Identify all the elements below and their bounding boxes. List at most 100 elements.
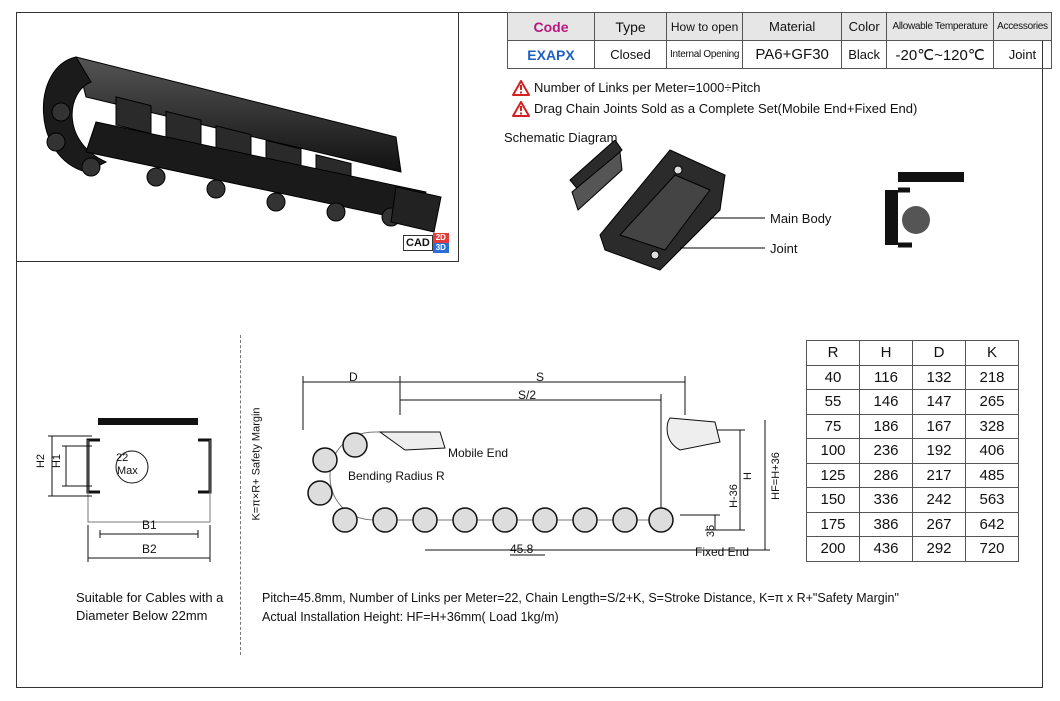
spec-table: Code Type How to open Material Color All… xyxy=(507,12,1052,69)
dims-cell: 436 xyxy=(859,536,913,562)
k-formula-label: K=π×R+ Safety Margin xyxy=(250,407,263,521)
side-view-diagram xyxy=(302,376,770,556)
dims-cell: 100 xyxy=(806,438,860,464)
dims-cell: 55 xyxy=(806,389,860,415)
dims-cell: 267 xyxy=(912,511,966,537)
cad-3d-tag[interactable]: 3D xyxy=(432,243,449,253)
dims-cell: 292 xyxy=(912,536,966,562)
notes: Number of Links per Meter=1000÷Pitch Dra… xyxy=(512,77,917,119)
fixed-end-label: Fixed End xyxy=(695,545,750,559)
b1-label: B1 xyxy=(142,518,157,532)
spec-header-code: Code xyxy=(507,12,595,41)
mobile-end-label: Mobile End xyxy=(448,446,509,460)
spec-header-row: Code Type How to open Material Color All… xyxy=(507,12,1052,41)
dims-cell: 40 xyxy=(806,364,860,390)
dims-cell: 336 xyxy=(859,487,913,513)
pitch-note: Pitch=45.8mm, Number of Links per Meter=… xyxy=(262,589,899,627)
dims-header-d: D xyxy=(912,340,966,366)
drag-chain-photo xyxy=(43,56,442,233)
spec-open: Internal Opening xyxy=(665,40,744,69)
s-half-label: S/2 xyxy=(518,388,537,402)
schematic-diagram xyxy=(569,140,964,271)
cad-badge[interactable]: CAD 2D 3D xyxy=(403,233,449,253)
hf-label: HF=H+36 xyxy=(769,452,782,500)
spec-value-row: EXAPX Closed Internal Opening PA6+GF30 B… xyxy=(507,40,1052,69)
dims-cell: 175 xyxy=(806,511,860,537)
dims-cell: 132 xyxy=(912,364,966,390)
spec-header-type: Type xyxy=(594,12,667,41)
dims-header-h: H xyxy=(859,340,913,366)
warning-icon xyxy=(512,79,530,96)
pitch-dimension: 45.8 xyxy=(510,542,534,556)
h-minus-label: H-36 xyxy=(727,484,740,508)
spec-accessories: Joint xyxy=(993,40,1052,69)
max-value-label: 22 xyxy=(116,452,129,464)
dims-cell: 328 xyxy=(965,413,1019,439)
cross-section-diagram xyxy=(48,418,212,562)
cable-note-line: Diameter Below 22mm xyxy=(76,608,208,623)
spec-type: Closed xyxy=(594,40,667,69)
dims-cell: 146 xyxy=(859,389,913,415)
note-links-per-meter: Number of Links per Meter=1000÷Pitch xyxy=(534,80,761,95)
spec-temp: -20℃~120℃ xyxy=(886,40,995,69)
dims-cell: 218 xyxy=(965,364,1019,390)
dims-cell: 265 xyxy=(965,389,1019,415)
cable-note: Suitable for Cables with a Diameter Belo… xyxy=(76,589,223,625)
dims-cell: 167 xyxy=(912,413,966,439)
schematic-title: Schematic Diagram xyxy=(504,130,618,145)
dim-36-label: 36 xyxy=(705,524,718,538)
dims-cell: 192 xyxy=(912,438,966,464)
dims-cell: 147 xyxy=(912,389,966,415)
dims-cell: 186 xyxy=(859,413,913,439)
main-body-label: Main Body xyxy=(770,211,832,226)
dims-cell: 125 xyxy=(806,462,860,488)
h1-label: H1 xyxy=(51,453,64,469)
spec-header-color: Color xyxy=(841,12,888,41)
dims-cell: 642 xyxy=(965,511,1019,537)
h-label: H xyxy=(741,472,754,480)
dims-header-row: R H D K xyxy=(806,340,1019,366)
spec-header-accessories: Accessories xyxy=(993,12,1052,41)
dims-cell: 406 xyxy=(965,438,1019,464)
dims-cell: 236 xyxy=(859,438,913,464)
max-word-label: Max xyxy=(117,465,138,477)
warning-icon xyxy=(512,100,530,117)
section-divider xyxy=(240,335,241,655)
spec-material: PA6+GF30 xyxy=(742,40,843,69)
pitch-note-line: Pitch=45.8mm, Number of Links per Meter=… xyxy=(262,591,899,605)
spec-code: EXAPX xyxy=(507,40,595,69)
joint-label: Joint xyxy=(770,241,798,256)
cad-2d-tag[interactable]: 2D xyxy=(432,233,449,243)
dims-cell: 286 xyxy=(859,462,913,488)
spec-color: Black xyxy=(841,40,888,69)
dims-cell: 242 xyxy=(912,487,966,513)
pitch-note-line: Actual Installation Height: HF=H+36mm( L… xyxy=(262,610,559,624)
dims-header-k: K xyxy=(965,340,1019,366)
dims-cell: 75 xyxy=(806,413,860,439)
dims-cell: 116 xyxy=(859,364,913,390)
spec-header-open: How to open xyxy=(665,12,744,41)
cad-label: CAD xyxy=(403,235,433,251)
product-photo-panel: CAD 2D 3D xyxy=(16,12,459,262)
spec-header-temp: Allowable Temperature xyxy=(886,12,995,41)
cable-note-line: Suitable for Cables with a xyxy=(76,590,224,605)
dims-cell: 386 xyxy=(859,511,913,537)
bending-radius-label: Bending Radius R xyxy=(348,469,445,483)
dims-cell: 200 xyxy=(806,536,860,562)
dims-cell: 485 xyxy=(965,462,1019,488)
dims-cell: 563 xyxy=(965,487,1019,513)
s-label: S xyxy=(536,370,545,384)
note-joints-set: Drag Chain Joints Sold as a Complete Set… xyxy=(534,101,918,116)
note-item: Drag Chain Joints Sold as a Complete Set… xyxy=(512,98,917,119)
h2-label: H2 xyxy=(35,453,48,469)
note-item: Number of Links per Meter=1000÷Pitch xyxy=(512,77,917,98)
d-label: D xyxy=(349,370,358,384)
